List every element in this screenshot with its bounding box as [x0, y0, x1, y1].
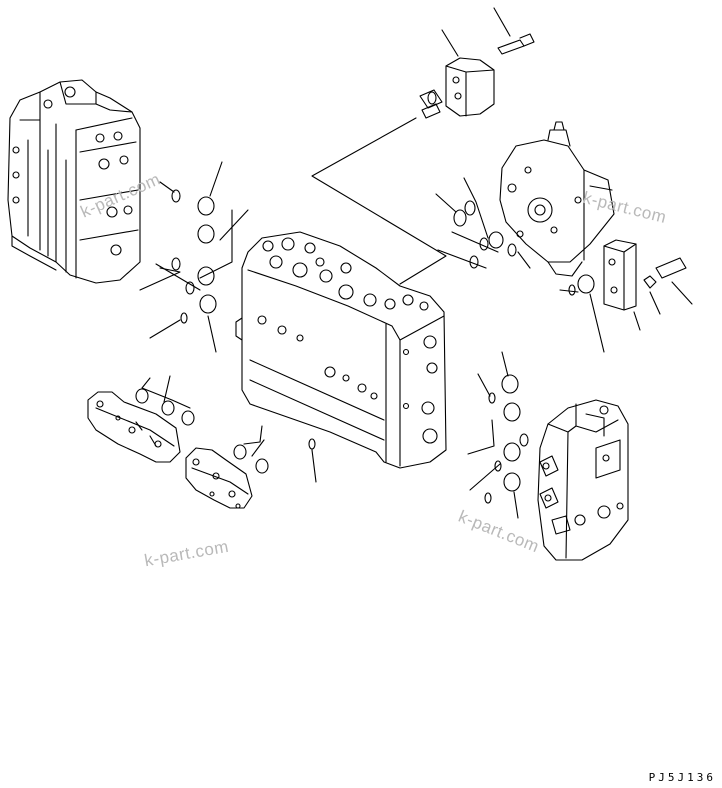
leader-lines	[139, 161, 605, 519]
right-relief-valve	[499, 121, 615, 277]
lower-left-end-cap-b	[185, 447, 253, 509]
left-valve-section	[7, 79, 141, 284]
upper-right-block	[419, 7, 535, 119]
lower-right-valve-section	[537, 399, 629, 561]
main-valve-body	[235, 231, 447, 469]
right-plate-and-bolt	[603, 239, 693, 331]
assembly-guide-lines	[311, 117, 447, 285]
drawing-code: PJ5J136	[648, 771, 716, 784]
lower-left-end-cap-a	[87, 391, 181, 463]
